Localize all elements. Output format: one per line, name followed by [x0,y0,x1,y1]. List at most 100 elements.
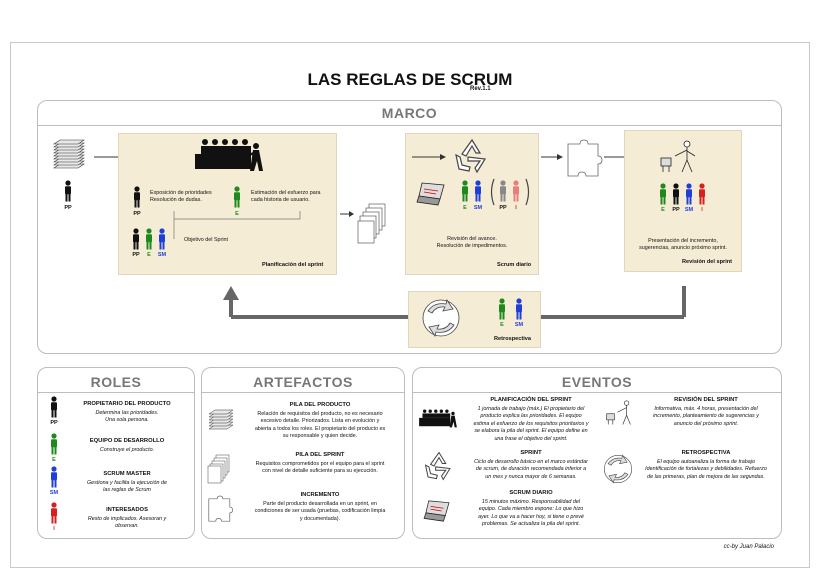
planning-pp-label: PP [133,211,141,217]
review-sm-label: SM [684,207,694,213]
role-line2: las reglas de Scrum [103,487,151,493]
event-line: se elabora la pila del sprint. El equipo… [474,428,588,435]
event-line: incremento, planteamiento de sugerencias… [653,413,759,420]
event-title: SCRUM DIARIO [509,490,553,496]
artefact-line: con nivel de detalle suficiente para su … [262,468,378,475]
roles-heading: ROLES [90,374,142,390]
planning-team-figure-icon [234,186,240,208]
planning-goal-text: Objetivo del Sprint [184,237,229,243]
review-e-figure-icon [660,183,666,205]
artefactos-section: ARTEFACTOS [201,367,405,539]
product-backlog-stack-icon [53,139,85,169]
daily-i-label: I [515,205,517,211]
planning-pp-figure-icon [134,186,140,208]
role-badge: E [52,457,56,463]
planning-caption: Planificación del sprint [262,262,324,268]
sprint-goal-bracket [173,211,301,239]
role-title: PROPIETARIO DEL PRODUCTO [83,401,171,407]
role-line1: Gestiona y facilita la ejecución de [86,480,167,486]
role-figure-1-icon [51,433,57,455]
review-text: Presentación del incremento,sugerencias,… [639,238,727,252]
event-line: de las primeras, plan de mejora de las s… [647,473,765,480]
role-line2: observan. [115,523,139,529]
role-line1: Construye el producto. [99,447,155,453]
product-owner-figure-icon [65,180,71,202]
artefact-line: excesivo detalle. Priorizados. Lista en … [260,418,380,425]
artefact-title: INCREMENTO [300,492,340,498]
review-caption: Revisión del sprint [682,259,733,265]
review-e-label: E [661,207,665,213]
review-sm-figure-icon [686,183,692,205]
role-title: EQUIPO DE DESARROLLO [89,438,165,444]
marco-heading: MARCO [381,105,438,121]
planning-group-sm-icon [159,228,165,250]
artefact-title: PILA DEL PRODUCTO [289,402,351,408]
daily-e-label: E [463,205,467,211]
event-line: producto explica las prioridades. El equ… [480,413,582,420]
retro-e-label: E [500,322,504,328]
planning-group-e-label: E [147,252,151,258]
event-review-icon [606,400,631,425]
artefact-line: Relación de requisitos del producto, no … [257,411,383,417]
event-daily-laptop-icon [423,500,450,522]
role-figure-2-icon [51,466,57,488]
artefact-product-backlog-icon [208,409,234,430]
event-line: ayer. Lo que va a hacer hoy, si tiene o … [478,513,584,520]
event-sprint-icon [424,451,451,481]
artefact-line: Requisitos comprometidos por el equipo p… [255,461,385,467]
retrospective-cycle-icon [422,299,460,337]
arrow-to-daily-icon [340,211,354,217]
role-badge: PP [50,420,58,426]
event-title: REVISIÓN DEL SPRINT [674,397,738,403]
artefact-line: abierta a todos los roles. El propietari… [254,425,386,432]
event-line: estima el esfuerzo de los requisitos pri… [473,420,589,427]
role-badge: I [53,526,55,532]
retro-caption: Retrospectiva [494,336,531,342]
event-retro-icon [603,454,633,484]
daily-text: Revisión del avance.Resolución de impedi… [436,236,508,250]
laptop-icon [416,182,445,206]
role-figure-0-icon [51,396,57,418]
revision-label: Rev.1.1 [470,86,491,92]
retro-sm-label: SM [514,322,524,328]
planning-group-pp-icon [133,228,139,250]
event-line: equipo. Cada miembro expone: Lo que hizo [478,506,584,513]
retro-sm-figure-icon [516,298,522,320]
eventos-heading: EVENTOS [561,374,633,390]
role-line1: Resto de implicados. Asesoran y [87,516,167,522]
event-line: anuncio del próximo sprint. [673,420,739,427]
daily-pp-figure-icon [500,180,506,202]
event-line: una frase el objetivo del sprint. [494,435,568,442]
roles-section: ROLES [37,367,195,539]
event-line: problemas. Se actualiza la pila del spri… [482,521,580,528]
arrow-to-increment-icon [541,154,563,160]
role-badge: SM [49,490,59,496]
review-i-label: I [701,207,703,213]
review-pp-label: PP [672,207,680,213]
daily-e-figure-icon [462,180,468,202]
retro-e-figure-icon [499,298,505,320]
event-line: un mes y nunca mayor de 6 semanas. [485,473,577,480]
planning-e-label: E [235,211,239,217]
event-title: RETROSPECTIVA [681,450,731,456]
daily-caption: Scrum diario [497,262,532,268]
sprint-review-box [624,130,742,272]
event-line: Informativa, máx. 4 horas, presentación … [654,406,758,412]
artefact-line: y documentada). [299,515,341,522]
event-line: de scrum, de duración recomendada inferi… [475,466,587,473]
poster-title: LAS REGLAS DE SCRUM [307,70,513,89]
daily-pp-label: PP [499,205,507,211]
arrow-into-daily-icon [412,154,446,160]
event-title: SPRINT [520,450,542,456]
daily-sm-label: SM [473,205,483,211]
planning-group-e-icon [146,228,152,250]
review-i-figure-icon [699,183,705,205]
daily-i-figure-icon [513,180,519,202]
event-planning-icon [419,409,457,428]
artefact-sprint-backlog-icon [207,454,230,484]
role-figure-3-icon [51,502,57,524]
planning-meeting-icon [195,139,263,171]
event-title: PLANIFICACIÓN DEL SPRINT [490,397,572,403]
artefact-line: Parte del producto desarrollada en un sp… [263,501,377,507]
